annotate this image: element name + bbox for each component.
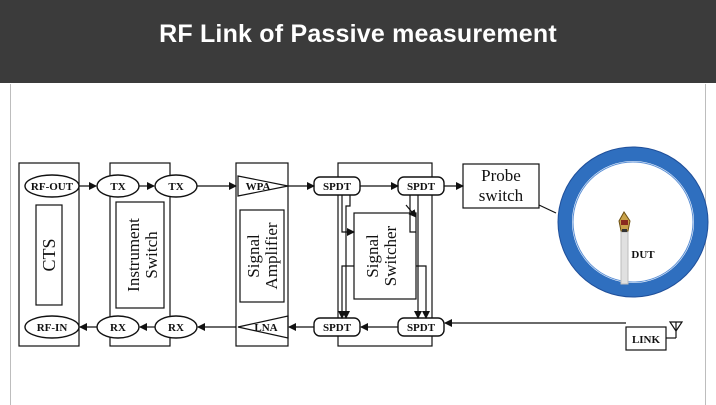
rx-left-label: RX bbox=[110, 322, 126, 334]
spdt-tr-label: SPDT bbox=[407, 181, 436, 193]
anechoic-chamber bbox=[557, 146, 709, 298]
spdt-bl-label: SPDT bbox=[323, 322, 352, 334]
probe-switch-label-line2: switch bbox=[479, 186, 524, 205]
signal-amplifier-label-line1: Signal bbox=[244, 234, 263, 278]
rf-out-label: RF-OUT bbox=[31, 181, 74, 193]
spdt-tl-label: SPDT bbox=[323, 181, 352, 193]
signal-switcher-label-line2: Switcher bbox=[381, 225, 400, 286]
rf-in-label: RF-IN bbox=[37, 322, 68, 334]
dut-mast bbox=[620, 231, 629, 285]
antenna-icon bbox=[666, 321, 684, 339]
dut-device-icon bbox=[618, 211, 631, 232]
signal-paths bbox=[79, 182, 626, 331]
tx-left-label: TX bbox=[110, 181, 125, 193]
rx-right-label: RX bbox=[168, 322, 184, 334]
page-title: RF Link of Passive measurement bbox=[159, 20, 557, 48]
content-frame bbox=[10, 84, 706, 405]
instrument-switch-block bbox=[109, 162, 171, 347]
cts-inner-box bbox=[35, 204, 63, 306]
header-bar: RF Link of Passive measurement bbox=[0, 0, 716, 83]
signal-switcher-inner bbox=[353, 212, 417, 300]
instrument-switch-label-line2: Switch bbox=[142, 231, 161, 279]
signal-switcher-label-line1: Signal bbox=[363, 234, 382, 278]
instrument-switch-inner bbox=[115, 201, 165, 309]
link-label: LINK bbox=[632, 334, 661, 346]
wpa-label: WPA bbox=[246, 181, 271, 193]
cts-label: CTS bbox=[39, 238, 59, 271]
tx-right-label: TX bbox=[168, 181, 183, 193]
signal-amplifier-label-line2: Amplifier bbox=[262, 222, 281, 289]
probe-switch-label-line1: Probe bbox=[481, 166, 521, 185]
wpa-triangle bbox=[237, 175, 289, 197]
signal-switcher-block bbox=[337, 162, 433, 347]
cts-block bbox=[18, 162, 80, 347]
dut-label: DUT bbox=[631, 249, 655, 261]
signal-amplifier-block bbox=[235, 162, 289, 347]
spdt-br-label: SPDT bbox=[407, 322, 436, 334]
instrument-switch-label-line1: Instrument bbox=[124, 218, 143, 292]
lna-label: LNA bbox=[254, 322, 277, 334]
signal-amplifier-inner bbox=[239, 209, 285, 303]
